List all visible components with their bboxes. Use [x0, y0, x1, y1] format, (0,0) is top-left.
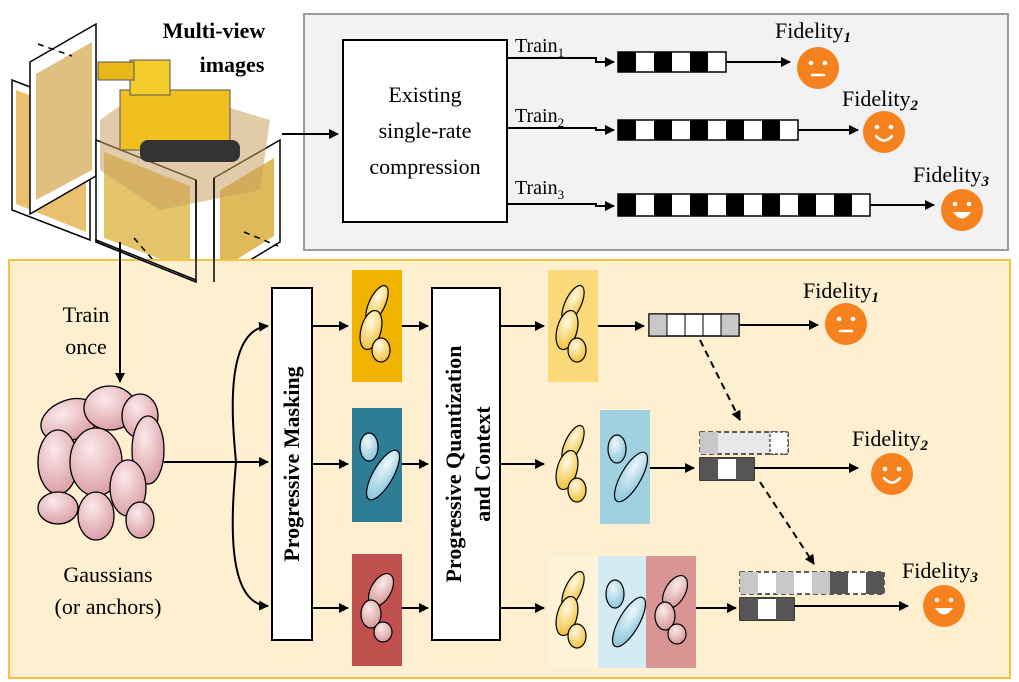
progressive-quantization-box	[431, 287, 501, 641]
progressive-masking-box	[271, 287, 313, 641]
progressive-quantization-label-line1: Progressive Quantization	[441, 346, 466, 583]
top-fidelity2-face-icon	[861, 109, 907, 155]
bottom-fidelity1-label: Fidelity1	[803, 278, 879, 306]
train-once-line2: once	[65, 334, 107, 359]
train2-label: Train2	[515, 105, 564, 130]
train2-arrow	[507, 125, 615, 135]
progressive-bitstream-3	[739, 571, 885, 621]
multi-view-title-line2: images	[200, 52, 265, 77]
compression-box-line3: compression	[369, 154, 480, 179]
progressive-bitstream-2	[699, 431, 789, 481]
bottom-fidelity1-face-icon	[823, 301, 869, 347]
progressive-quantization-label-line2: and Context	[470, 406, 495, 522]
branch-up-arrow	[231, 321, 269, 463]
train1-arrow	[507, 57, 615, 67]
top-fidelity1-label: Fidelity1	[775, 18, 851, 46]
compression-box-line2: single-rate	[379, 118, 472, 143]
top-fidelity1-face-icon	[795, 45, 841, 91]
bitstream-3	[617, 193, 871, 217]
bitstream-1	[617, 51, 727, 73]
top-fidelity3-face-icon	[941, 189, 983, 231]
dashed-reuse-arrow-2	[759, 481, 815, 565]
top-fidelity3-label: Fidelity3	[913, 162, 989, 190]
top-fidelity2-label: Fidelity2	[842, 86, 918, 114]
branch-down-arrow	[231, 461, 269, 611]
progressive-masking-label: Progressive Masking	[279, 366, 304, 561]
single-rate-compression-box	[342, 39, 508, 223]
bottom-fidelity3-label: Fidelity3	[902, 558, 978, 586]
multi-view-images-illustration	[11, 22, 281, 284]
progressive-bitstream-1	[648, 313, 740, 337]
train3-arrow	[507, 201, 615, 211]
bitstream-2	[617, 119, 799, 141]
multi-view-title-line1: Multi-view	[163, 18, 266, 43]
bottom-fidelity3-face-icon	[923, 585, 965, 627]
gaussians-cluster	[37, 385, 165, 541]
bottom-fidelity2-face-icon	[869, 451, 915, 497]
gaussians-label-line2: (or anchors)	[55, 594, 162, 619]
dashed-reuse-arrow-1	[699, 339, 741, 421]
train3-label: Train3	[515, 177, 564, 202]
compression-box-line1: Existing	[388, 82, 461, 107]
gaussians-label-line1: Gaussians	[63, 562, 152, 587]
train-once-line1: Train	[63, 302, 110, 327]
train1-label: Train1	[515, 35, 564, 60]
bottom-fidelity2-label: Fidelity2	[852, 426, 928, 454]
